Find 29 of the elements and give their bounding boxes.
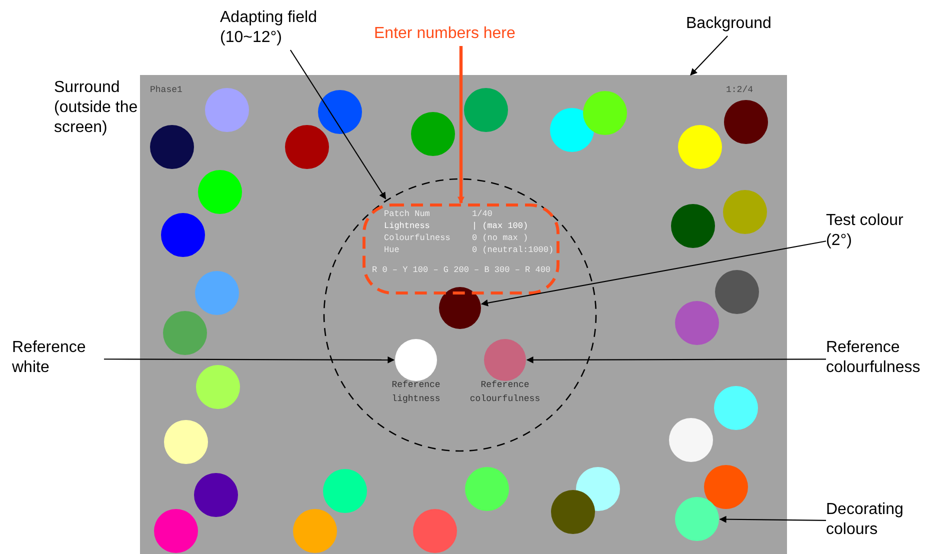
panel-text: 0 (neutral:1000): [472, 245, 554, 255]
panel-text: 1/40: [472, 209, 492, 219]
panel-text: Patch Num: [384, 209, 430, 219]
annotation-label: Reference white: [12, 338, 87, 378]
arrow: [480, 240, 826, 306]
annotation-label: Test colour (2°): [826, 211, 904, 251]
arrow: [290, 50, 386, 200]
panel-text: | (max 100): [472, 221, 528, 231]
arrow: [104, 356, 395, 364]
panel-text: Colourfulness: [384, 233, 450, 243]
annotation-label: Decorating colours: [826, 500, 904, 540]
arrow: [526, 356, 826, 364]
annotation-label: Surround (outside the screen): [54, 78, 139, 138]
arrow: [719, 516, 826, 523]
annotation-label: Adapting field (10~12°): [220, 8, 318, 48]
arrow: [458, 46, 464, 204]
panel-text: 0 (no max ): [472, 233, 528, 243]
hue-scale-text: R 0 – Y 100 – G 200 – B 300 – R 400: [372, 265, 550, 275]
arrow: [690, 36, 728, 76]
panel-text: Hue: [384, 245, 400, 255]
input-panel: [362, 203, 560, 295]
patch-caption: Reference lightness: [390, 379, 442, 406]
panel-text: Lightness: [384, 221, 430, 231]
screen-label: 1:2/4: [726, 85, 754, 95]
annotation-label: Reference colourfulness: [826, 338, 922, 378]
patch-caption: Reference colourfulness: [468, 379, 542, 406]
screen-label: Phase1: [150, 85, 182, 95]
annotation-label: Enter numbers here: [374, 24, 516, 44]
annotation-label: Background: [686, 14, 772, 34]
